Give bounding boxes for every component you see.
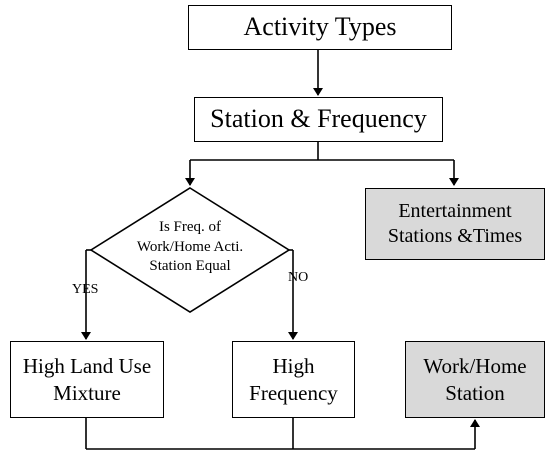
- work-home-station-box: Work/Home Station: [405, 341, 545, 418]
- entertainment-line-2: Stations &Times: [387, 225, 523, 247]
- station-frequency-box: Station & Frequency: [194, 97, 443, 142]
- high-land-use-line-1: High Land Use: [22, 354, 152, 379]
- work-home-station-line-2: Station: [445, 380, 505, 405]
- no-label: NO: [288, 270, 309, 285]
- activity-types-box: Activity Types: [188, 5, 452, 50]
- high-frequency-line-2: Frequency: [249, 380, 338, 405]
- decision-line-2: Work/Home Acti.: [136, 238, 244, 255]
- entertainment-box: Entertainment Stations &Times: [365, 188, 545, 260]
- activity-types-label: Activity Types: [243, 12, 397, 42]
- high-frequency-line-1: High: [272, 354, 315, 379]
- decision-line-1: Is Freq. of: [158, 219, 222, 235]
- entertainment-line-1: Entertainment: [398, 200, 512, 222]
- high-land-use-box: High Land Use Mixture: [10, 341, 164, 418]
- decision-diamond: [89, 187, 291, 313]
- decision-text: Is Freq. of Work/Home Acti. Station Equa…: [105, 218, 275, 277]
- high-frequency-box: High Frequency: [232, 341, 355, 418]
- station-frequency-label: Station & Frequency: [210, 104, 427, 134]
- yes-label: YES: [72, 282, 99, 297]
- high-land-use-line-2: Mixture: [53, 380, 121, 405]
- work-home-station-line-1: Work/Home: [423, 354, 527, 379]
- decision-line-3: Station Equal: [149, 258, 231, 274]
